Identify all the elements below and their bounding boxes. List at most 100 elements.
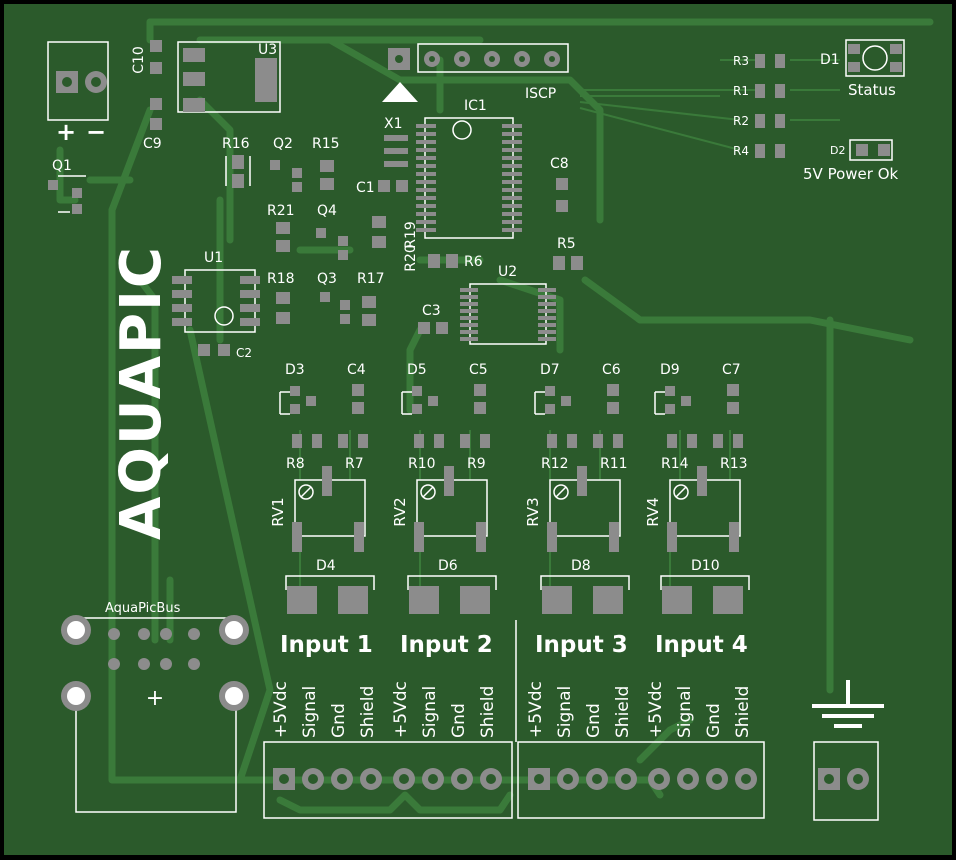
ic1-pin: [502, 156, 522, 160]
ref-r20: R20: [403, 244, 419, 272]
ref-trimmer: RV2: [391, 497, 409, 526]
resistor-b-pad: [593, 434, 603, 448]
trimmer-pad: [476, 522, 486, 552]
ref-resistor-a: R10: [408, 456, 436, 472]
trimmer-pad: [729, 522, 739, 552]
c3-part: [418, 322, 448, 334]
terminal-hole: [592, 774, 602, 784]
ic1-pin: [502, 132, 522, 136]
terminal-hole: [683, 774, 693, 784]
pin-label: +5Vdc: [271, 681, 291, 738]
u2-pins-right: [538, 288, 556, 341]
aquapic-logo: AQUAPIC: [109, 245, 174, 540]
diode-a-pad: [681, 396, 691, 406]
q1-part: [48, 175, 86, 214]
resistor-b-pad: [733, 434, 743, 448]
u2-pin: [460, 295, 478, 299]
diode-b-outline: [407, 575, 497, 590]
aquapicbus-label: AquaPicBus: [105, 601, 181, 616]
ref-r17: R17: [357, 271, 385, 287]
ic1-pin: [416, 196, 436, 200]
ref-capacitor: C4: [347, 362, 366, 378]
ic1-pin: [416, 204, 436, 208]
trimmer-pad: [354, 522, 364, 552]
ground-connector: [813, 741, 879, 821]
power-input-connector: [47, 41, 109, 121]
trimmer-adjust-icon: [553, 484, 569, 500]
rj45-connector: [61, 615, 249, 813]
ref-q2: Q2: [273, 136, 293, 152]
ic1-pin: [502, 164, 522, 168]
u2-pin: [460, 337, 478, 341]
ref-d2: D2: [830, 144, 845, 157]
plus-label: +: [56, 118, 76, 146]
pin-label: Shield: [733, 686, 753, 738]
ic1-pin: [416, 180, 436, 184]
ref-q1: Q1: [52, 158, 72, 174]
copper-traces: [56, 18, 934, 814]
diode-b-pad: [593, 586, 623, 614]
diode-b-pad: [460, 586, 490, 614]
ic1-pin: [502, 124, 522, 128]
ic1-pin: [502, 148, 522, 152]
terminal-hole: [399, 774, 409, 784]
pin-label: Signal: [555, 686, 575, 738]
ic1-pin: [502, 220, 522, 224]
ref-diode-a: D3: [285, 362, 305, 378]
ref-r18: R18: [267, 271, 295, 287]
r6-part: [428, 254, 458, 268]
trimmer-pad: [547, 522, 557, 552]
ref-u3: U3: [258, 42, 277, 58]
ref-trimmer: RV1: [269, 497, 287, 526]
ref-diode-b: D10: [691, 558, 720, 574]
ref-r21: R21: [267, 203, 295, 219]
diode-a-pad: [412, 386, 422, 396]
ref-resistor-a: R14: [661, 456, 689, 472]
ic1-pin: [416, 156, 436, 160]
diode-b-pad: [713, 586, 743, 614]
d2-power-led: [849, 139, 893, 161]
resistor-a-pad: [434, 434, 444, 448]
trimmer-adjust-icon: [420, 484, 436, 500]
diode-b-pad: [287, 586, 317, 614]
pin-label: Shield: [358, 686, 378, 738]
terminal-hole: [337, 774, 347, 784]
ic1-pin: [502, 204, 522, 208]
pin-label: Signal: [420, 686, 440, 738]
ref-c2: C2: [236, 346, 252, 360]
trimmer-adjust-icon: [673, 484, 689, 500]
ic1-pin: [502, 228, 522, 232]
resistor-b-pad: [480, 434, 490, 448]
ref-capacitor: C7: [722, 362, 741, 378]
diode-a-outline: [401, 391, 412, 415]
ref-q4: Q4: [317, 203, 337, 219]
ic1-pin: [502, 140, 522, 144]
diode-a-pad: [290, 404, 300, 414]
ic1-pin: [416, 228, 436, 232]
ref-resistor-b: R9: [467, 456, 486, 472]
capacitor-pad: [474, 402, 486, 414]
pin-label: Shield: [613, 686, 633, 738]
diode-a-pad: [545, 386, 555, 396]
terminal-hole: [712, 774, 722, 784]
power-ok-label: 5V Power Ok: [803, 165, 898, 183]
u1-chip: [172, 269, 260, 333]
u2-pin: [538, 309, 556, 313]
pin-label: +5Vdc: [526, 681, 546, 738]
ref-r5: R5: [557, 236, 576, 252]
ic1-pin: [416, 148, 436, 152]
u2-chip: [469, 283, 547, 345]
ref-c3: C3: [422, 303, 441, 319]
ref-d1: D1: [820, 52, 840, 68]
diode-a-pad: [412, 404, 422, 414]
trimmer-slot: [422, 486, 434, 498]
ref-diode-b: D8: [571, 558, 591, 574]
input-label: Input 2: [400, 632, 493, 658]
trimmer-pad: [292, 522, 302, 552]
diode-b-outline: [540, 575, 630, 590]
ic1-pin: [502, 172, 522, 176]
resistor-b-pad: [338, 434, 348, 448]
resistor-a-pad: [292, 434, 302, 448]
